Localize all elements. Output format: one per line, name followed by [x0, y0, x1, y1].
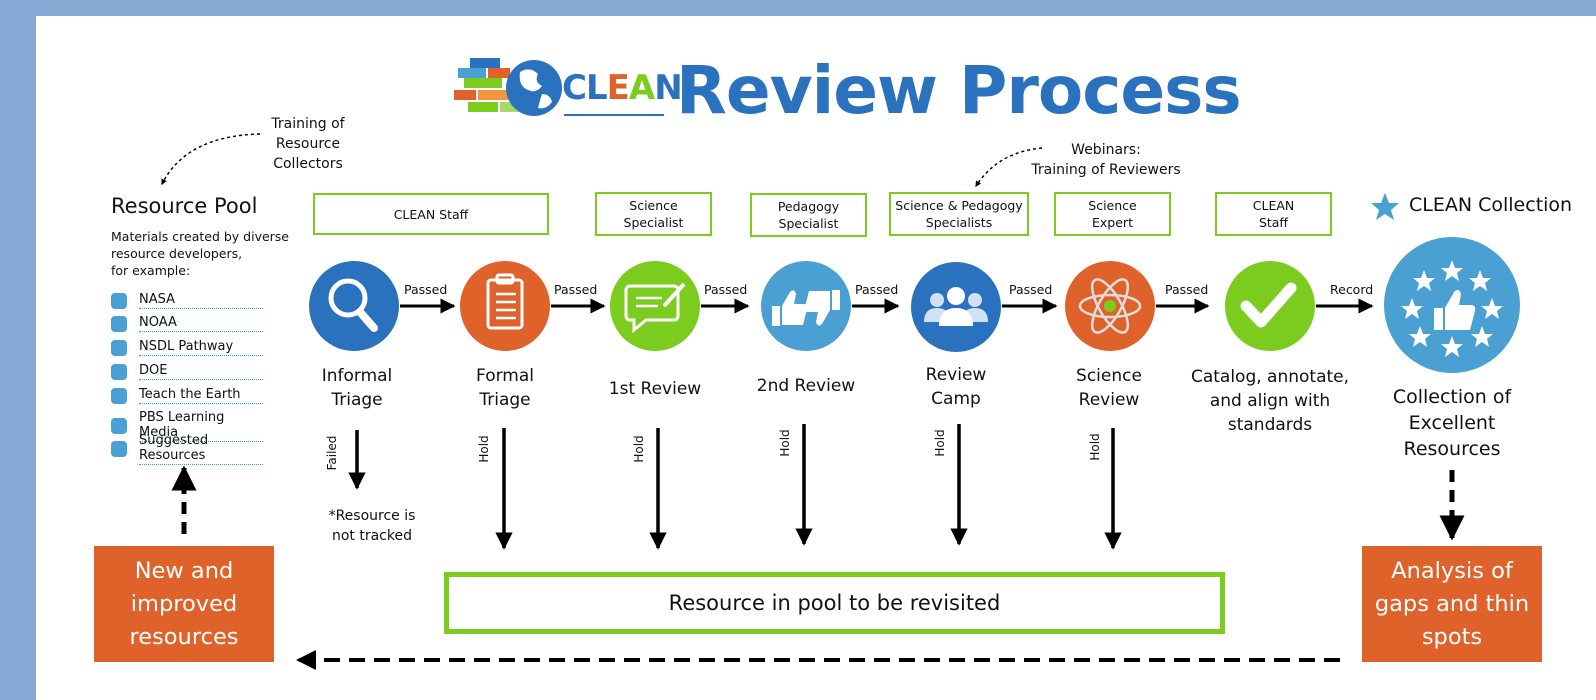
resource-pool-item-label: Teach the Earth — [139, 387, 263, 404]
down-label-hold-1: Hold — [477, 435, 491, 463]
bullet-square-icon — [111, 441, 127, 457]
collection-heading: CLEAN Collection — [1409, 194, 1573, 216]
resource-pool-item-label: DOE — [139, 363, 263, 380]
down-label-hold-4: Hold — [933, 429, 947, 457]
resource-pool-item-label: NOAA — [139, 315, 263, 332]
resource-pool-item: Suggested Resources — [111, 433, 263, 465]
arrow-label-passed-2: Passed — [554, 282, 598, 297]
resource-pool-item-label: NASA — [139, 292, 263, 309]
down-label-failed: Failed — [325, 435, 339, 471]
resource-pool-heading: Resource Pool — [111, 194, 258, 218]
role-pedagogy-specialist: Pedagogy Specialist — [750, 193, 867, 237]
stage-label-1st-review: 1st Review — [608, 379, 702, 399]
arrow-label-record: Record — [1330, 282, 1374, 297]
role-science-expert: Science Expert — [1054, 192, 1171, 236]
resource-pool-item-label: Suggested Resources — [139, 433, 263, 465]
page-title: Review Process — [676, 52, 1242, 129]
role-science-specialist: Science Specialist — [595, 192, 712, 236]
arrow-label-passed-5: Passed — [1009, 282, 1053, 297]
arrow-label-passed-3: Passed — [704, 282, 748, 297]
magnifier-icon — [328, 278, 378, 332]
thumbs-up-stars-icon — [1401, 260, 1503, 357]
bullet-square-icon — [111, 363, 127, 380]
down-label-hold-3: Hold — [778, 429, 792, 457]
bullet-square-icon — [111, 339, 127, 356]
arrow-label-passed-6: Passed — [1165, 282, 1209, 297]
role-clean-staff-2: CLEAN Staff — [1215, 192, 1332, 236]
stage-circle-review-camp — [911, 262, 1001, 352]
clean-logo — [454, 58, 562, 116]
logo-underline — [564, 114, 664, 116]
stage-label-formal-triage: Formal Triage — [476, 366, 534, 410]
training-collectors-note: Training of Resource Collectors — [271, 116, 345, 172]
stage-label-science-review: Science Review — [1076, 366, 1142, 410]
stage-label-review-camp: Review Camp — [925, 365, 987, 409]
resource-pool-item: DOE — [111, 363, 263, 380]
thumbs-up-down-icon — [772, 290, 840, 326]
arrow-label-passed-4: Passed — [855, 282, 899, 297]
resource-pool-item: NASA — [111, 292, 263, 309]
resource-pool-description: Materials created by diverse resource de… — [111, 229, 289, 278]
checkmark-icon — [1240, 282, 1297, 328]
role-science-pedagogy-specialists: Science & Pedagogy Specialists — [889, 192, 1029, 236]
new-improved-box: New and improved resources — [94, 546, 274, 662]
webinar-curve-arrow — [975, 147, 1043, 188]
stage-circle-informal-triage — [309, 261, 399, 351]
atom-icon — [1078, 278, 1142, 334]
webinars-note: Webinars: Training of Reviewers — [1031, 142, 1181, 178]
diagram-canvas: CLEAN Review Process Training of Resourc… — [36, 16, 1596, 700]
process-flow — [161, 133, 1520, 670]
down-label-hold-2: Hold — [632, 435, 646, 463]
resource-pool-item-label: NSDL Pathway — [139, 339, 263, 356]
resource-pool-item-label: PBS Learning Media — [139, 410, 263, 442]
analysis-box: Analysis of gaps and thin spots — [1362, 546, 1542, 662]
training-curve-arrow — [161, 133, 261, 186]
stage-label-collection: Collection of Excellent Resources — [1392, 386, 1512, 460]
resource-pool-item: Teach the Earth — [111, 387, 263, 404]
stage-label-informal-triage: Informal Triage — [321, 366, 393, 410]
people-icon — [924, 287, 988, 326]
bullet-square-icon — [111, 292, 127, 309]
stage-label-catalog: Catalog, annotate, and align with standa… — [1190, 367, 1350, 435]
bullet-square-icon — [111, 418, 127, 434]
role-clean-staff: CLEAN Staff — [313, 193, 549, 235]
logo-text: CLEAN — [562, 68, 683, 108]
resource-pool-item: NSDL Pathway — [111, 339, 263, 356]
resource-pool-item: PBS Learning Media — [111, 410, 263, 442]
revisit-box: Resource in pool to be revisited — [444, 572, 1225, 634]
resource-pool-item: NOAA — [111, 315, 263, 332]
revisit-box-label: Resource in pool to be revisited — [668, 591, 1001, 615]
not-tracked-note: *Resource is not tracked — [328, 508, 416, 544]
clipboard-icon — [486, 273, 524, 330]
down-label-hold-5: Hold — [1088, 433, 1102, 461]
stage-circle-formal-triage — [460, 261, 550, 351]
bullet-square-icon — [111, 315, 127, 332]
stage-label-2nd-review: 2nd Review — [756, 376, 856, 396]
speech-bubble-icon — [624, 282, 686, 334]
star-icon — [1371, 193, 1399, 220]
arrow-label-passed-1: Passed — [404, 282, 448, 297]
bullet-square-icon — [111, 387, 127, 404]
